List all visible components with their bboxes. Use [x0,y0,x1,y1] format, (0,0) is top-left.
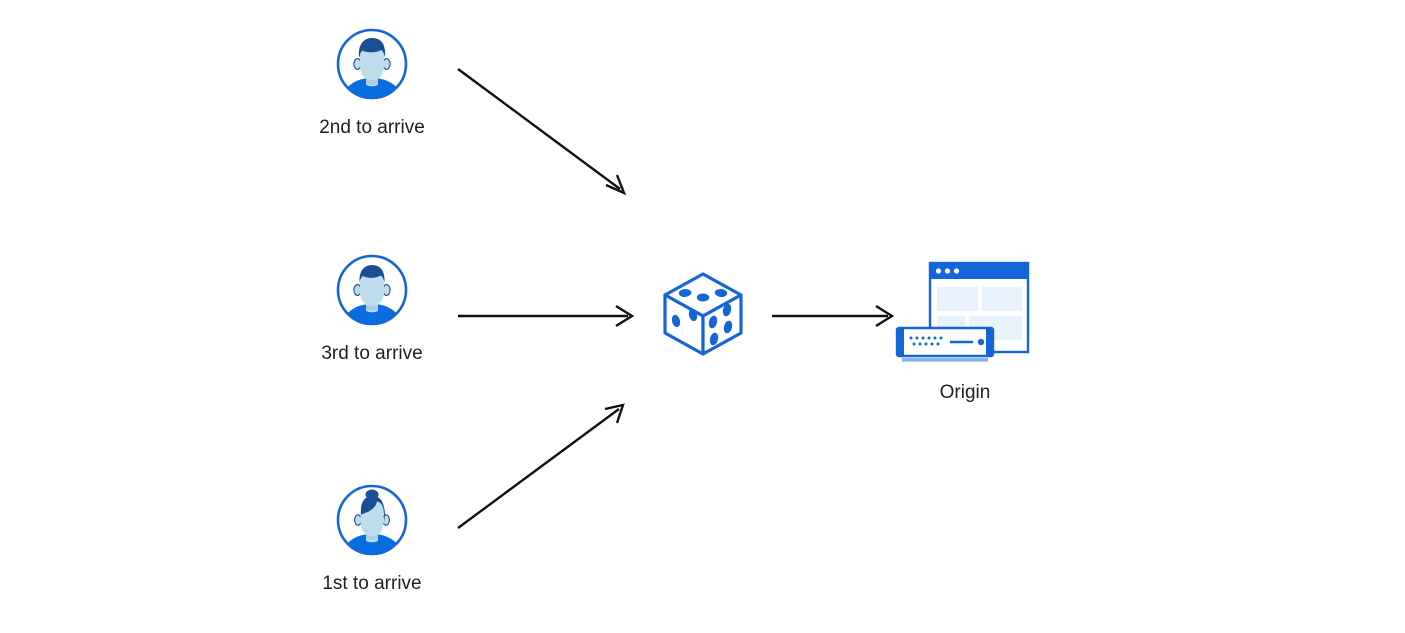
window-dot-icon [944,268,951,274]
avatar-bun-hair-icon [336,484,408,556]
arrowhead-icon [615,304,635,328]
avatar-short-hair-icon [336,254,408,326]
node-client-3rd[interactable]: 3rd to arrive [302,252,442,366]
origin-label: Origin [939,382,991,403]
node-client-1st[interactable]: 1st to arrive [302,482,442,596]
window-dot-icon [935,268,942,274]
edge-2nd-to-dice [457,68,627,196]
client-label-2nd: 2nd to arrive [319,117,425,138]
dice-icon [663,272,743,356]
origin-server-icon [895,261,1030,362]
node-randomizer[interactable] [655,266,755,366]
edge-3rd-to-dice [458,304,635,328]
client-label-3rd: 3rd to arrive [321,343,423,364]
edge-1st-to-dice [457,403,625,529]
client-label-1st: 1st to arrive [322,573,422,594]
node-client-2nd[interactable]: 2nd to arrive [302,26,442,140]
server-device-icon [895,326,995,362]
avatar-short-hair-icon [336,28,408,100]
edge-dice-to-origin [772,304,895,328]
node-origin[interactable]: Origin [880,258,1050,405]
window-dot-icon [953,268,960,274]
arrowhead-icon [604,403,625,424]
arrowhead-icon [605,174,627,196]
